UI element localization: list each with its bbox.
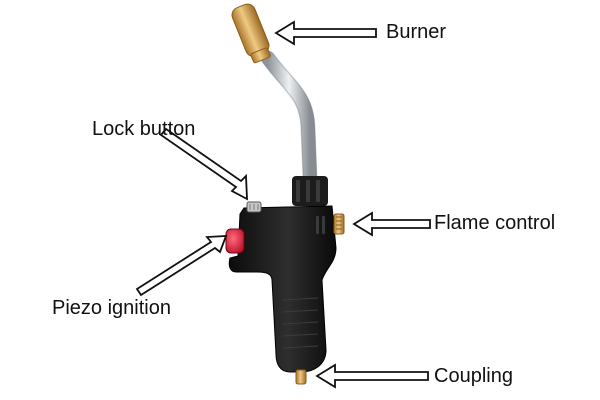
arrow-flame-control (354, 213, 430, 235)
burner-tip (230, 2, 274, 65)
label-lock-button: Lock button (92, 119, 195, 139)
coupling-part (296, 370, 306, 384)
arrow-burner (276, 22, 376, 44)
arrow-coupling (317, 365, 428, 387)
flame-control-knob (334, 214, 344, 234)
lock-button-part (247, 202, 261, 212)
arrow-piezo-ignition (137, 236, 226, 295)
torch-body (229, 206, 336, 372)
collar-nut (292, 176, 328, 206)
label-flame-control: Flame control (434, 213, 555, 233)
label-burner: Burner (386, 22, 446, 42)
piezo-ignition-part (226, 229, 244, 253)
label-coupling: Coupling (434, 366, 513, 386)
label-piezo-ignition: Piezo ignition (52, 298, 171, 318)
